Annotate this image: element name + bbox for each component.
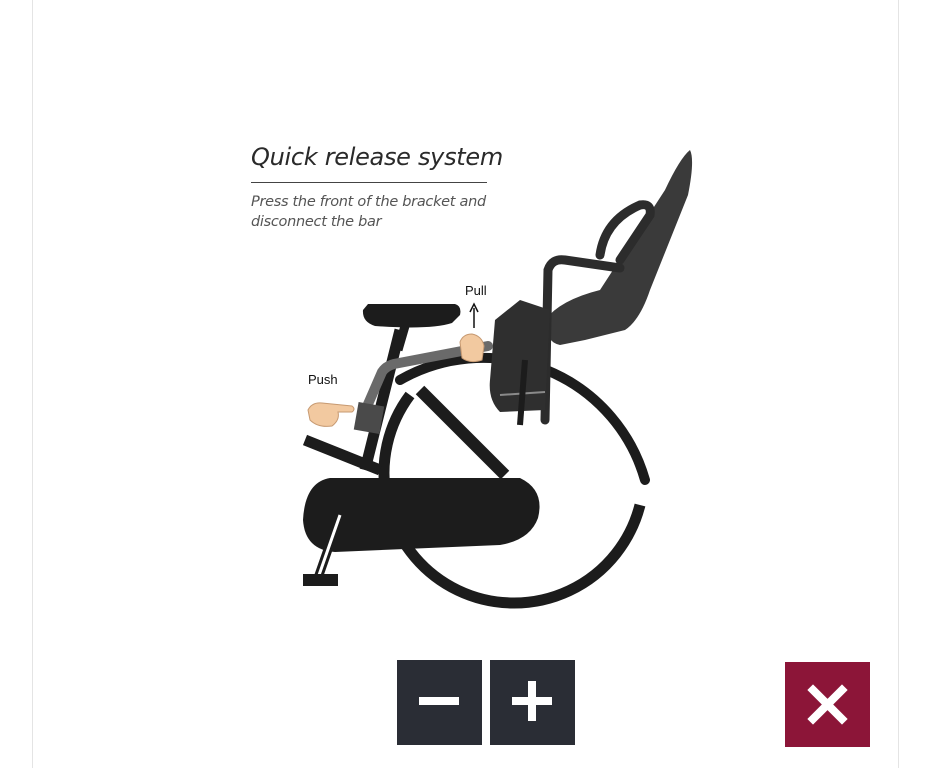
mount-post [517, 359, 528, 426]
plus-icon [512, 681, 552, 721]
pedal [303, 574, 338, 586]
image-viewer [32, 0, 899, 768]
pull-label: Pull [465, 283, 487, 298]
pushing-hand [307, 402, 355, 427]
down-tube [302, 434, 383, 476]
close-icon [807, 684, 848, 725]
zoom-out-button[interactable] [397, 660, 482, 745]
seat-tube [359, 328, 406, 472]
close-button[interactable] [785, 662, 870, 747]
push-label: Push [308, 372, 338, 387]
seat-post [393, 324, 410, 352]
seat-armrest [540, 255, 625, 425]
bracket [353, 401, 385, 435]
pulling-hand [459, 333, 485, 363]
rear-wheel [378, 391, 646, 609]
figure-title: Quick release system [251, 143, 503, 171]
saddle [362, 304, 461, 328]
seat-backrest-rail [595, 200, 655, 265]
release-bar [357, 341, 493, 423]
zoom-in-button[interactable] [490, 660, 575, 745]
title-divider [251, 182, 487, 183]
seat-mount-body [489, 300, 550, 412]
figure-subtitle: Press the front of the bracket and disco… [251, 194, 486, 230]
chain-guard [303, 478, 540, 552]
child-seat [545, 150, 693, 345]
minus-icon [419, 697, 459, 705]
seat-stay [415, 385, 510, 480]
